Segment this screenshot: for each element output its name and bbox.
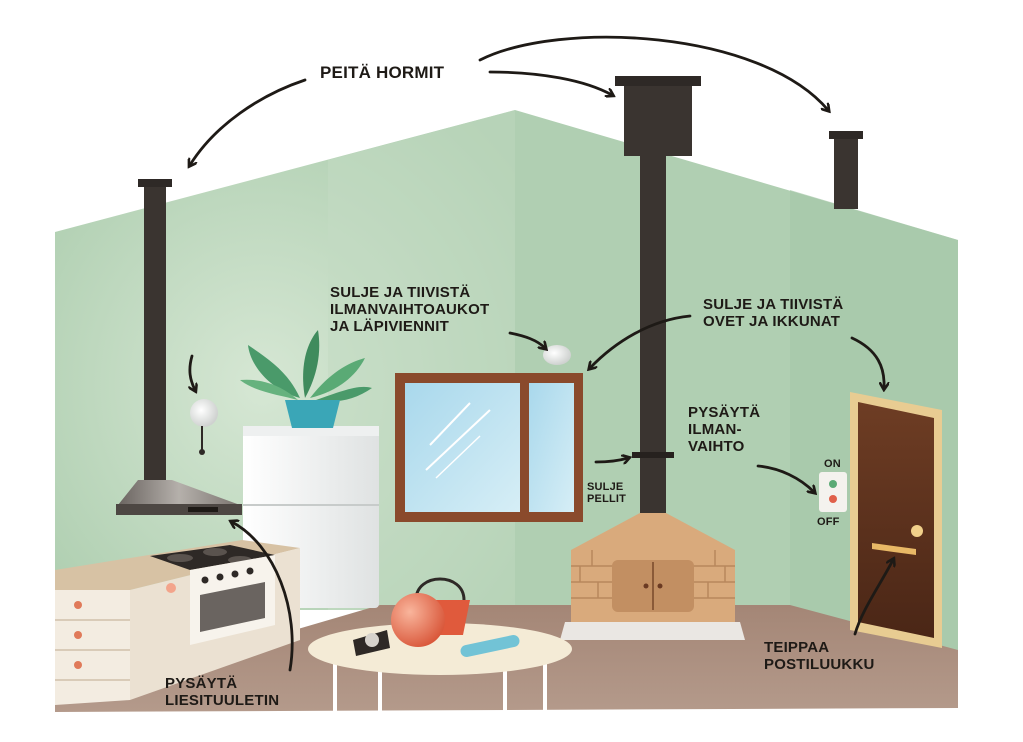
- hood-switch: [188, 507, 218, 512]
- rubber-ball: [391, 593, 445, 647]
- label-stop-ventilation: PYSÄYTÄ ILMAN- VAIHTO: [688, 404, 761, 455]
- label-tape-mail-slot: TEIPPAA POSTILUUKKU: [764, 639, 875, 673]
- ventilation-switch: [819, 472, 847, 512]
- tape-dispenser: [353, 630, 390, 656]
- label-stop-hood-fan: PYSÄYTÄ LIESITUULETIN: [165, 675, 280, 709]
- stove-flue: [640, 150, 666, 515]
- small-chimney-cap: [829, 131, 863, 139]
- annotation-arrows: [190, 35, 893, 672]
- hood-flue-cap: [138, 179, 172, 187]
- label-close-dampers: SULJE PELLIT: [587, 481, 627, 506]
- counter-cabinets: [55, 590, 130, 705]
- window: [395, 373, 583, 522]
- sealant-tube: [460, 635, 520, 657]
- mail-slot: [872, 543, 916, 555]
- fireplace-hood: [571, 513, 735, 550]
- roof-chimneys: [615, 76, 863, 209]
- switch-off-light: [829, 495, 837, 503]
- wall-vent-left: [190, 399, 218, 455]
- front-door: [850, 392, 942, 648]
- hood-body: [118, 480, 240, 505]
- flue-damper-band: [632, 452, 674, 458]
- big-chimney: [624, 86, 692, 156]
- hood-front: [116, 504, 242, 515]
- arrow-to-mail-slot: [853, 560, 893, 636]
- vent-disc: [190, 399, 218, 427]
- arrow-to-wall-vent: [190, 354, 195, 390]
- arrow-to-big-chimney: [488, 70, 612, 95]
- arrow-to-door: [850, 336, 884, 388]
- kitchen-stove: [150, 545, 275, 645]
- label-cover-flues: PEITÄ HORMIT: [320, 63, 445, 82]
- cooker-hood: [116, 480, 242, 515]
- small-chimney: [834, 139, 858, 209]
- oven-door: [200, 582, 265, 632]
- door-panel: [858, 402, 934, 638]
- window-pane-right: [529, 383, 574, 512]
- arrow-to-small-chimney: [478, 35, 828, 110]
- hood-flue: [144, 187, 166, 482]
- arrow-to-window: [590, 314, 692, 368]
- arrow-to-hood-switch: [232, 522, 294, 672]
- table-items: [353, 577, 520, 657]
- arrow-to-damper: [594, 458, 628, 462]
- potted-plant: [240, 330, 372, 428]
- label-switch-on: ON: [824, 458, 841, 470]
- stove-top: [150, 545, 275, 570]
- big-chimney-cap: [615, 76, 701, 86]
- ceiling-vent: [543, 345, 571, 365]
- label-seal-vents: SULJE JA TIIVISTÄ ILMANVAIHTOAUKOT JA LÄ…: [330, 284, 490, 335]
- door-knob: [911, 525, 923, 537]
- hearth: [560, 622, 745, 640]
- arrow-to-switch: [756, 464, 814, 492]
- arrow-to-ceiling-vent: [508, 331, 545, 348]
- window-pane-left: [405, 383, 520, 512]
- label-switch-off: OFF: [817, 516, 840, 528]
- arrow-to-hood-flue: [190, 78, 307, 165]
- switch-on-light: [829, 480, 837, 488]
- fireplace: [560, 513, 745, 640]
- label-seal-doors: SULJE JA TIIVISTÄ OVET JA IKKUNAT: [703, 296, 844, 330]
